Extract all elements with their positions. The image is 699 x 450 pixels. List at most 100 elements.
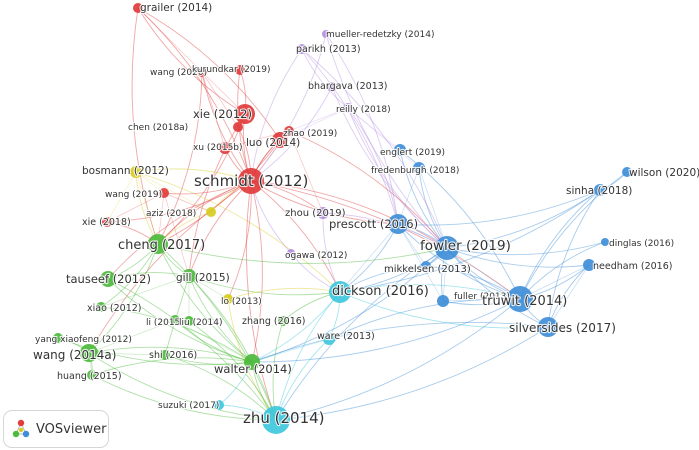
node-kurundkar[interactable] — [235, 65, 245, 75]
node-gill[interactable] — [182, 269, 196, 283]
node-zhou[interactable] — [317, 207, 329, 219]
node-label-schmidt[interactable]: schmidt (2012) — [193, 171, 310, 191]
node-mikkelsen[interactable] — [421, 261, 431, 271]
node-label-luo2014[interactable]: luo (2014) — [245, 136, 301, 150]
node-label-yangxf[interactable]: yang xiaofeng (2012) — [34, 334, 133, 346]
node-schmidt[interactable] — [238, 168, 264, 194]
node-label-xie2012[interactable]: xie (2012) — [192, 106, 253, 122]
node-reilly[interactable] — [343, 103, 353, 113]
node-label-kurundkar[interactable]: kurundkar (2019) — [191, 64, 272, 76]
node-cheng[interactable] — [148, 234, 168, 254]
node-label-fuller[interactable]: fuller (2013) — [453, 291, 511, 303]
node-label-wang2020[interactable]: wang (2020) — [149, 67, 208, 79]
node-label-zhu[interactable]: zhu (2014) — [242, 408, 326, 428]
node-silversides[interactable] — [538, 317, 558, 337]
node-zhang2016[interactable] — [278, 316, 288, 326]
node-label-xiao[interactable]: xiao (2012) — [86, 302, 143, 315]
node-label-cheng[interactable]: cheng (2017) — [117, 237, 206, 254]
node-label-bosmann[interactable]: bosmann (2012) — [81, 164, 170, 178]
node-label-xie2018[interactable]: xie (2018) — [81, 216, 132, 229]
node-label-parikh[interactable]: parikh (2013) — [295, 43, 362, 56]
edge-reilly-fowler — [347, 107, 448, 249]
node-englert[interactable] — [394, 144, 406, 156]
edge-sinha-truwit — [519, 189, 601, 300]
node-walter[interactable] — [244, 354, 260, 370]
node-label-silversides[interactable]: silversides (2017) — [508, 320, 617, 336]
node-tauseef[interactable] — [100, 271, 116, 287]
node-chen2018a[interactable] — [233, 122, 243, 132]
node-ogawa[interactable] — [287, 249, 295, 257]
node-needham[interactable] — [583, 259, 595, 271]
node-xu2015b[interactable] — [219, 142, 231, 154]
node-label-aziz[interactable]: aziz (2018) — [145, 208, 197, 220]
edge-web-wang2020-xu2015b — [201, 71, 226, 149]
node-luo2014[interactable] — [272, 132, 288, 148]
node-label-fredenburgh[interactable]: fredenburgh (2018) — [370, 165, 461, 177]
node-label-zhang2016[interactable]: zhang (2016) — [241, 315, 307, 328]
node-label-fowler[interactable]: fowler (2019) — [419, 237, 512, 255]
node-label-bhargava[interactable]: bhargava (2013) — [307, 80, 389, 93]
node-xiao[interactable] — [96, 302, 106, 312]
node-sinha[interactable] — [594, 184, 606, 196]
node-label-dinglas[interactable]: dinglas (2016) — [608, 238, 675, 250]
node-label-zhao2019[interactable]: zhao (2019) — [282, 128, 338, 140]
node-grailer[interactable] — [133, 3, 143, 13]
node-label-ware[interactable]: ware (2013) — [316, 330, 376, 343]
node-label-grailer[interactable]: grailer (2014) — [139, 1, 213, 15]
node-label-zhou[interactable]: zhou (2019) — [284, 207, 347, 220]
node-wang2014a[interactable] — [80, 344, 98, 362]
node-label-wang2019[interactable]: wang (2019) — [104, 189, 163, 201]
node-fredenburgh[interactable] — [413, 162, 425, 174]
node-ware[interactable] — [323, 333, 335, 345]
node-mueller[interactable] — [322, 30, 330, 38]
node-bhargava[interactable] — [327, 82, 337, 92]
node-label-wang2014a[interactable]: wang (2014a) — [32, 347, 118, 363]
node-dickson[interactable] — [329, 281, 351, 303]
node-wang2019[interactable] — [159, 188, 169, 198]
node-label-truwit[interactable]: truwit (2014) — [481, 293, 569, 310]
node-label-walter[interactable]: walter (2014) — [213, 361, 293, 377]
node-label-gill[interactable]: gill (2015) — [175, 271, 231, 285]
node-prescott[interactable] — [388, 214, 408, 234]
node-shi[interactable] — [160, 350, 170, 360]
node-aziz[interactable] — [206, 207, 216, 217]
node-label-sinha[interactable]: sinha (2018) — [565, 184, 634, 198]
node-huang[interactable] — [87, 370, 97, 380]
node-fuller[interactable] — [437, 295, 449, 307]
node-label-li2015[interactable]: li (2015) — [145, 317, 185, 329]
node-label-prescott[interactable]: prescott (2016) — [328, 216, 419, 232]
node-dinglas[interactable] — [601, 238, 609, 246]
node-liu2014[interactable] — [184, 316, 194, 326]
node-label-liu2014[interactable]: liu (2014) — [178, 317, 224, 329]
node-label-suzuki[interactable]: suzuki (2017) — [157, 400, 221, 412]
node-yangxf[interactable] — [53, 333, 63, 343]
node-li2015[interactable] — [170, 315, 180, 325]
node-wang2020[interactable] — [197, 67, 207, 77]
node-label-chen2018a[interactable]: chen (2018a) — [127, 122, 189, 134]
node-label-reilly[interactable]: reilly (2018) — [335, 104, 392, 116]
node-label-dickson[interactable]: dickson (2016) — [331, 283, 430, 300]
node-label-tauseef[interactable]: tauseef (2012) — [65, 271, 152, 287]
node-lo[interactable] — [223, 294, 233, 304]
node-label-mikkelsen[interactable]: mikkelsen (2013) — [383, 263, 472, 276]
edge-wang2014a-zhu — [88, 352, 277, 421]
node-label-xu2015b[interactable]: xu (2015b) — [192, 142, 244, 154]
node-xie2018[interactable] — [102, 217, 112, 227]
node-label-englert[interactable]: englert (2019) — [379, 147, 446, 159]
node-parikh[interactable] — [297, 44, 307, 54]
node-xie2012[interactable] — [235, 104, 255, 124]
node-label-wilson[interactable]: wilson (2020) — [628, 166, 699, 180]
node-wilson[interactable] — [622, 167, 632, 177]
node-label-needham[interactable]: needham (2016) — [592, 260, 674, 273]
node-suzuki[interactable] — [214, 400, 224, 410]
node-label-shi[interactable]: shi (2016) — [148, 349, 198, 362]
node-zhao2019[interactable] — [284, 126, 294, 136]
node-label-lo[interactable]: lo (2013) — [220, 296, 263, 308]
node-bosmann[interactable] — [130, 166, 142, 178]
node-label-ogawa[interactable]: ogawa (2012) — [284, 250, 349, 262]
node-zhu[interactable] — [262, 406, 290, 434]
node-label-huang[interactable]: huang (2015) — [56, 370, 123, 383]
node-fowler[interactable] — [435, 236, 459, 260]
node-label-mueller[interactable]: mueller-redetzky (2014) — [325, 29, 436, 41]
node-truwit[interactable] — [507, 286, 533, 312]
